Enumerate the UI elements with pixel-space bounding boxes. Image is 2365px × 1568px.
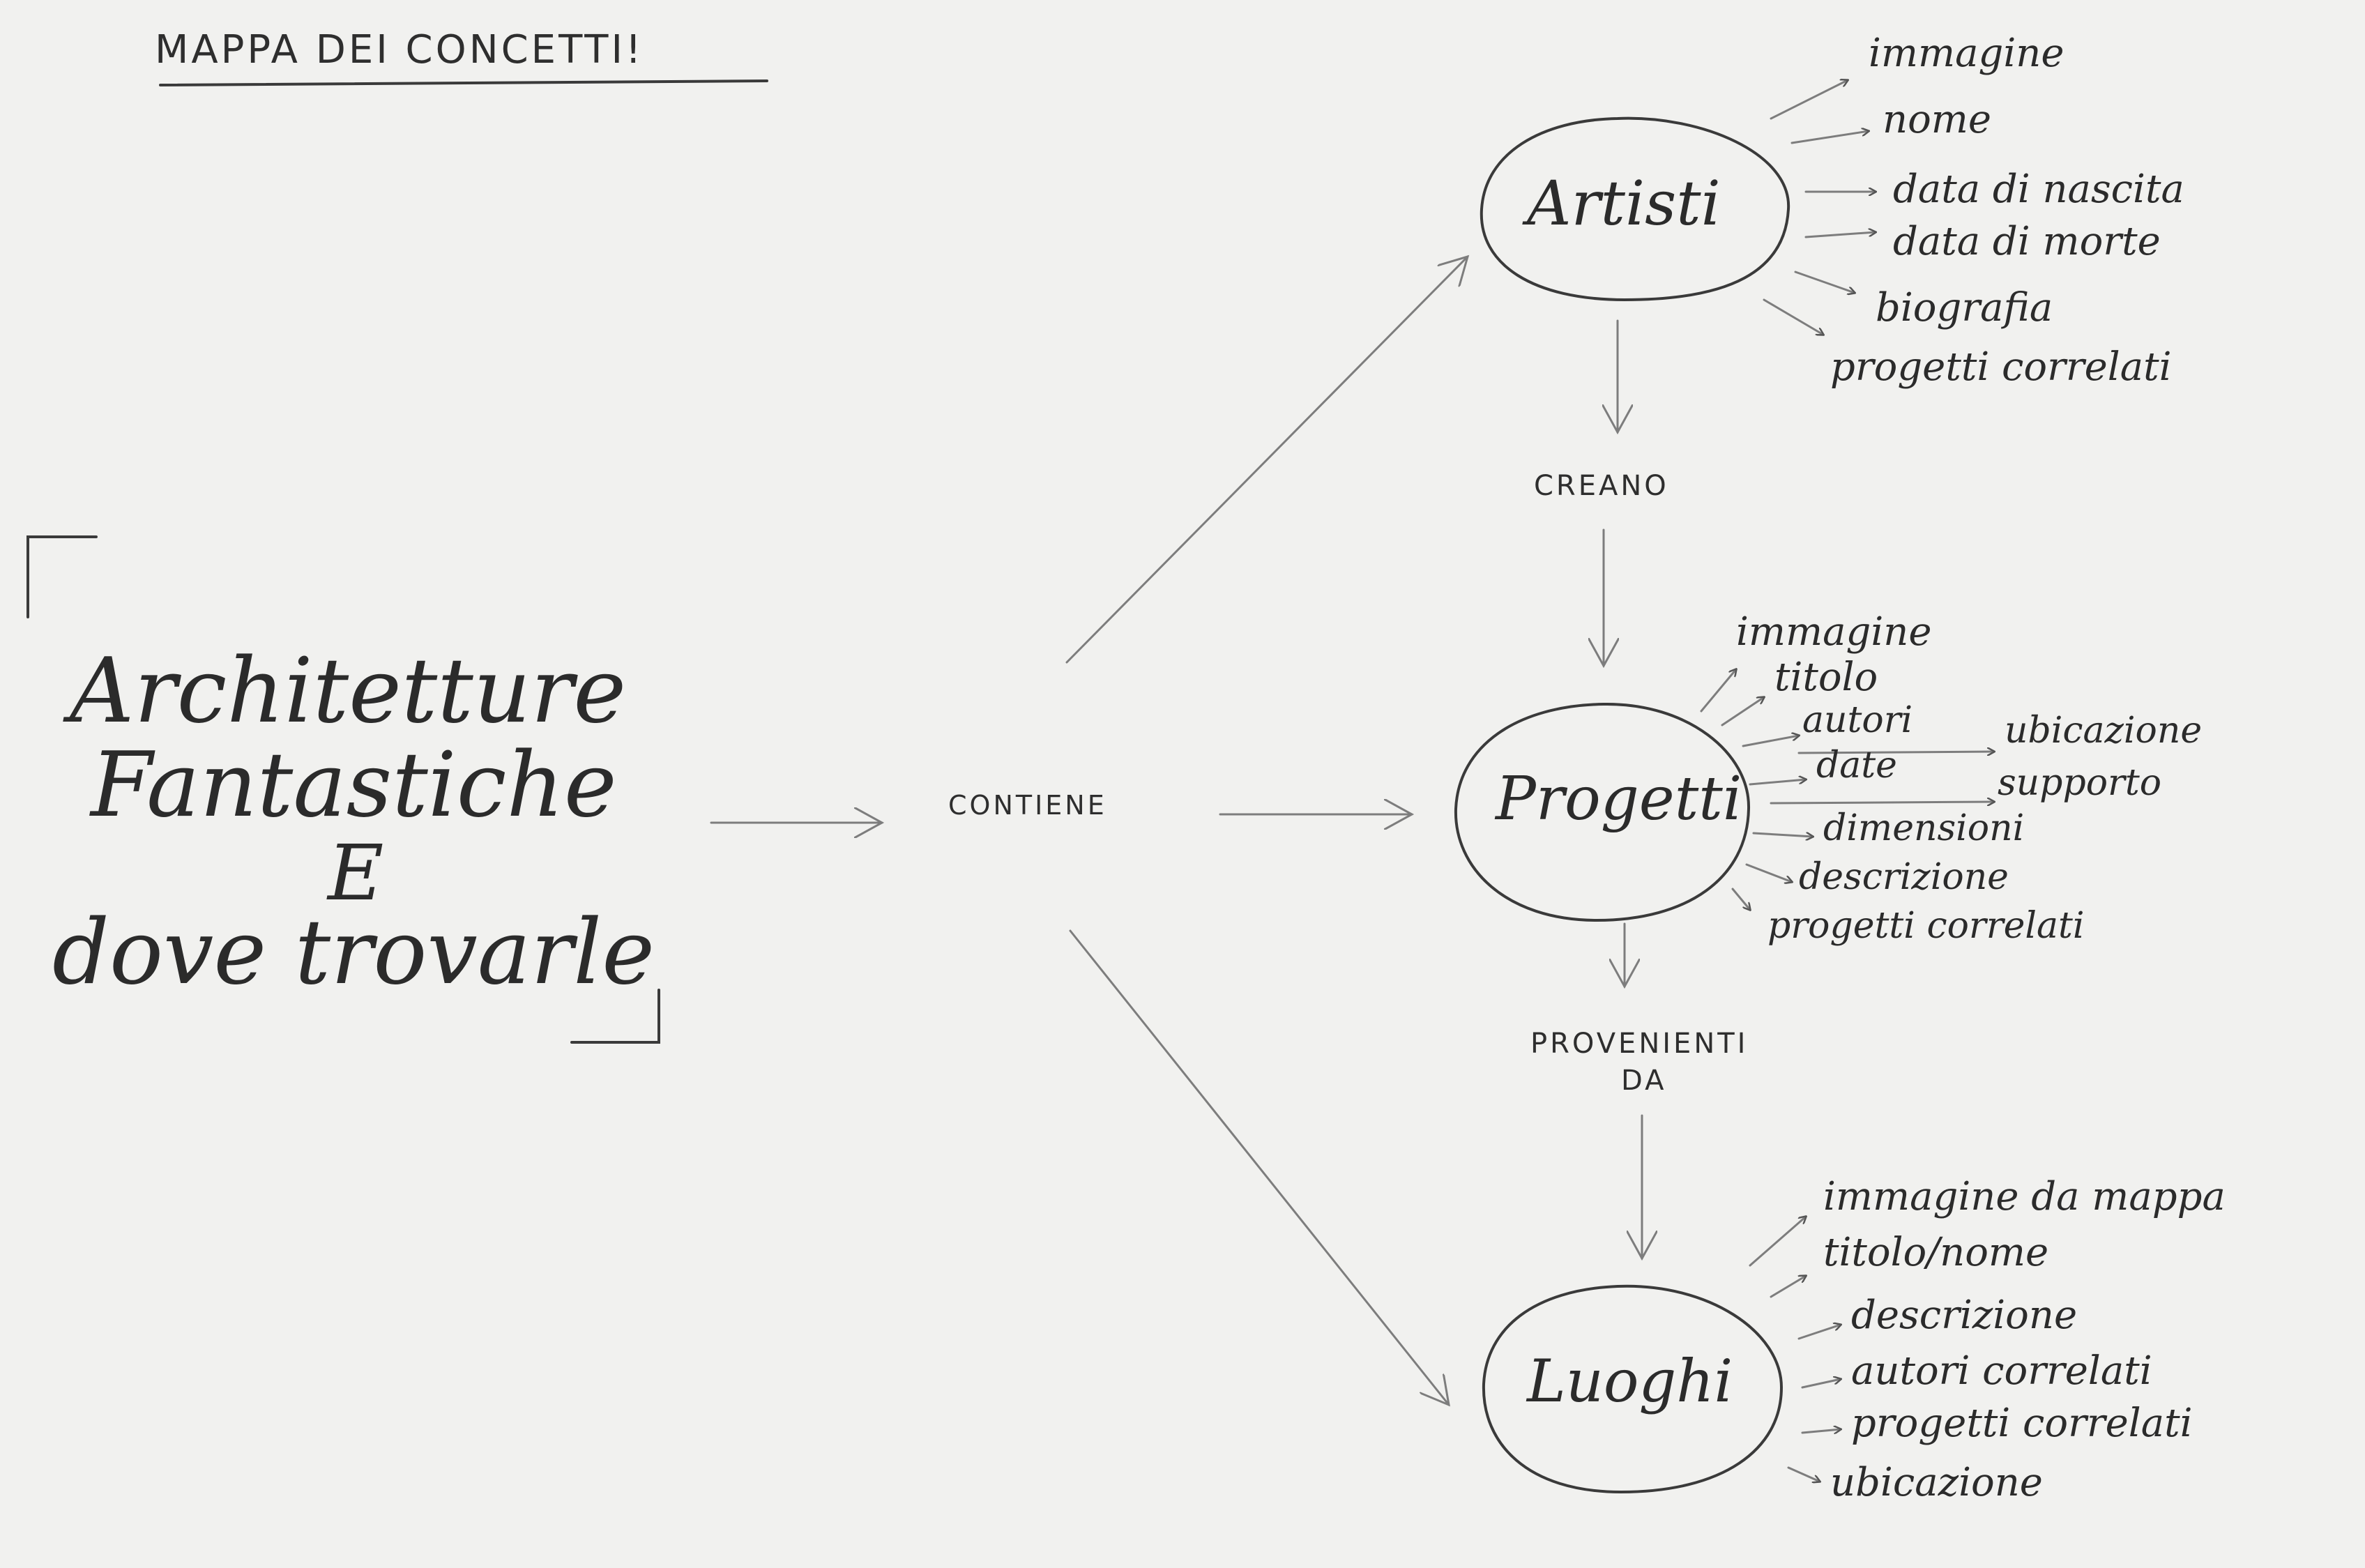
progetti-sub-attr-ubicazione: ubicazione [2005, 710, 2202, 752]
contiene-to-luoghi-line [1069, 929, 1449, 1405]
relation-creano: CREANO [1534, 470, 1669, 502]
luoghi-attr-5: ubicazione [1830, 1460, 2043, 1505]
luoghi-attr-2: descrizione [1851, 1293, 2077, 1338]
main-concept-line4: dove trovarle [52, 901, 655, 1005]
main-concept-line2: Fantastiche [89, 733, 617, 837]
page-title: MAPPA DEI CONCETTI! [155, 27, 644, 73]
main-concept-line3: E [326, 828, 383, 918]
date-to-supporto-arrow [1770, 802, 1994, 803]
progetti-attr-1: titolo [1774, 655, 1878, 700]
progetti-attributes: immagine titolo autori date dimensioni d… [1700, 609, 2202, 947]
luoghi-label: Luoghi [1526, 1347, 1733, 1415]
main-concept: Architetture Fantastiche E dove trovarle [26, 535, 660, 1044]
progetti-label: Progetti [1494, 764, 1742, 834]
luoghi-attr-4: progetti correlati [1851, 1401, 2193, 1446]
artisti-attr-1: nome [1883, 97, 1991, 142]
entity-luoghi: Luoghi [1482, 1284, 1784, 1494]
artisti-label: Artisti [1522, 167, 1721, 239]
luoghi-attr-0: immagine da mappa [1823, 1174, 2226, 1219]
main-concept-line1: Architetture [63, 639, 626, 743]
artisti-attr-4: biografia [1876, 285, 2053, 330]
progetti-attr-0: immagine [1736, 609, 1931, 655]
artisti-attributes: immagine nome data di nascita data di mo… [1763, 31, 2184, 390]
relation-contiene: CONTIENE [948, 790, 1107, 821]
bracket-top-left [26, 535, 98, 618]
artisti-attr-5: progetti correlati [1830, 344, 2172, 390]
progetti-sub-attr-supporto: supporto [1998, 762, 2161, 804]
luoghi-circle [1482, 1284, 1784, 1494]
progetti-attr-6: progetti correlati [1767, 905, 2085, 947]
artisti-attr-0: immagine [1869, 31, 2064, 76]
progetti-circle [1454, 702, 1751, 922]
luoghi-attr-1: titolo/nome [1823, 1230, 2048, 1275]
artisti-attr-2: data di nascita [1893, 167, 2184, 212]
progetti-attr-3: date [1816, 745, 1897, 786]
title-underline [159, 79, 768, 86]
luoghi-attributes: immagine da mappa titolo/nome descrizion… [1749, 1174, 2226, 1505]
progetti-attr-2: autori [1802, 699, 1912, 741]
artisti-circle [1480, 116, 1790, 302]
autori-to-ubicazione-arrow [1797, 752, 1994, 753]
relation-provenienti-line2: DA [1621, 1065, 1666, 1097]
bracket-bottom-right [570, 989, 660, 1044]
entity-progetti: Progetti [1454, 702, 1751, 922]
progetti-attr-4: dimensioni [1823, 807, 2024, 849]
entity-artisti: Artisti [1480, 116, 1790, 302]
luoghi-attr-3: autori correlati [1851, 1348, 2152, 1394]
contiene-to-artisti-line [1065, 257, 1468, 664]
relation-provenienti-line1: PROVENIENTI [1530, 1028, 1748, 1060]
progetti-attr-5: descrizione [1799, 856, 2009, 898]
artisti-attr-3: data di morte [1893, 219, 2161, 264]
